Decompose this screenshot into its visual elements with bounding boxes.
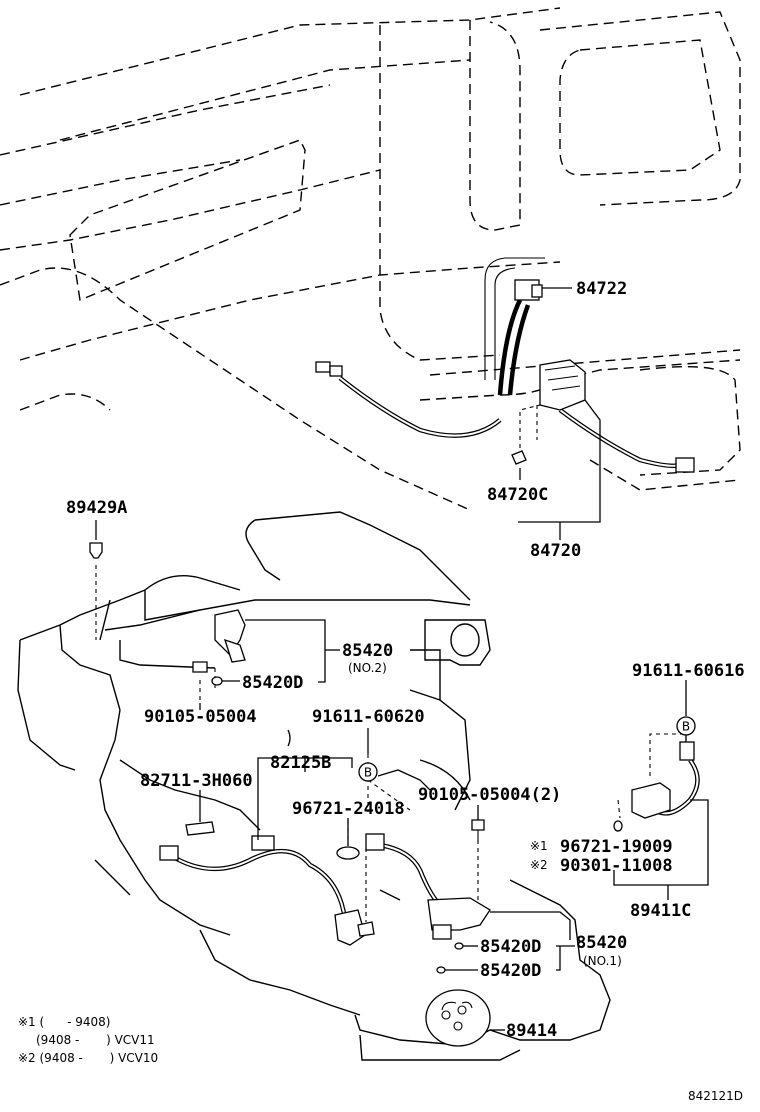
label-85420-bottom-sub: (NO.1) xyxy=(583,954,622,968)
sensor-89429A xyxy=(89,542,103,559)
diagram-code: 842121D xyxy=(688,1089,743,1103)
connector-no1 xyxy=(365,833,385,851)
connector-82125B-left xyxy=(159,845,179,861)
connector-left xyxy=(315,361,331,373)
oring-96721-19009 xyxy=(613,820,623,832)
label-91611-60620: 91611-60620 xyxy=(312,707,425,727)
marker-b-1: B xyxy=(358,762,378,782)
oring-85420D-a xyxy=(454,942,464,950)
label-84722: 84722 xyxy=(576,279,627,299)
bolt-90105-05004 xyxy=(192,661,208,673)
label-85420-top: 85420 xyxy=(342,641,393,661)
label-90301-11008: 90301-11008 xyxy=(560,856,673,876)
label-89429A: 89429A xyxy=(66,498,127,518)
clip-84720C xyxy=(511,450,527,465)
ref-mark-1: ※1 xyxy=(530,839,548,853)
svg-text:B: B xyxy=(682,720,690,734)
note-line-3: ※2 (9408 - ) VCV10 xyxy=(18,1051,158,1065)
marker-b-2: B xyxy=(676,716,696,736)
label-96721-19009: 96721-19009 xyxy=(560,837,673,857)
oring-85420D-b xyxy=(436,966,446,974)
leaders-engine xyxy=(95,520,709,1031)
seal-96721-24018 xyxy=(336,846,360,860)
note-line-1: ※1 ( - 9408) xyxy=(18,1015,110,1029)
label-96721-24018: 96721-24018 xyxy=(292,799,405,819)
vehicle-body-outline xyxy=(0,7,741,511)
label-90105-05004: 90105-05004 xyxy=(144,707,257,727)
svg-text:B: B xyxy=(364,766,372,780)
label-85420-top-sub: (NO.2) xyxy=(348,661,387,675)
sensor-89411C xyxy=(631,782,671,819)
bracket-82711 xyxy=(185,821,215,836)
connector-right xyxy=(675,457,695,473)
label-85420-bottom: 85420 xyxy=(576,933,627,953)
label-84720: 84720 xyxy=(530,541,581,561)
label-82711-3H060: 82711-3H060 xyxy=(140,771,253,791)
bolt-90105-05004-2 xyxy=(471,819,485,831)
ref-mark-2: ※2 xyxy=(530,858,548,872)
label-85420D-a: 85420D xyxy=(480,937,541,957)
oring-85420D-top xyxy=(211,676,223,686)
label-85420D-b: 85420D xyxy=(480,961,541,981)
label-91611-60616: 91611-60616 xyxy=(632,661,745,681)
connector-89411C xyxy=(679,741,695,761)
note-line-2: (9408 - ) VCV11 xyxy=(36,1033,155,1047)
engine-parts xyxy=(89,542,700,1047)
label-89411C: 89411C xyxy=(630,901,691,921)
label-84720C: 84720C xyxy=(487,485,548,505)
label-89414: 89414 xyxy=(506,1021,557,1041)
harness-84720 xyxy=(315,257,695,473)
rotor-89414 xyxy=(425,989,491,1047)
label-90105-05004-2: 90105-05004(2) xyxy=(418,785,561,805)
leaders-top xyxy=(518,287,601,540)
engine-outline xyxy=(17,511,611,1061)
sensor-lower xyxy=(334,909,366,946)
label-85420D-top: 85420D xyxy=(242,673,303,693)
valve-85420-no1 xyxy=(427,897,491,931)
connector-82125B-mid xyxy=(251,835,275,851)
label-82125B: 82125B xyxy=(270,753,331,773)
